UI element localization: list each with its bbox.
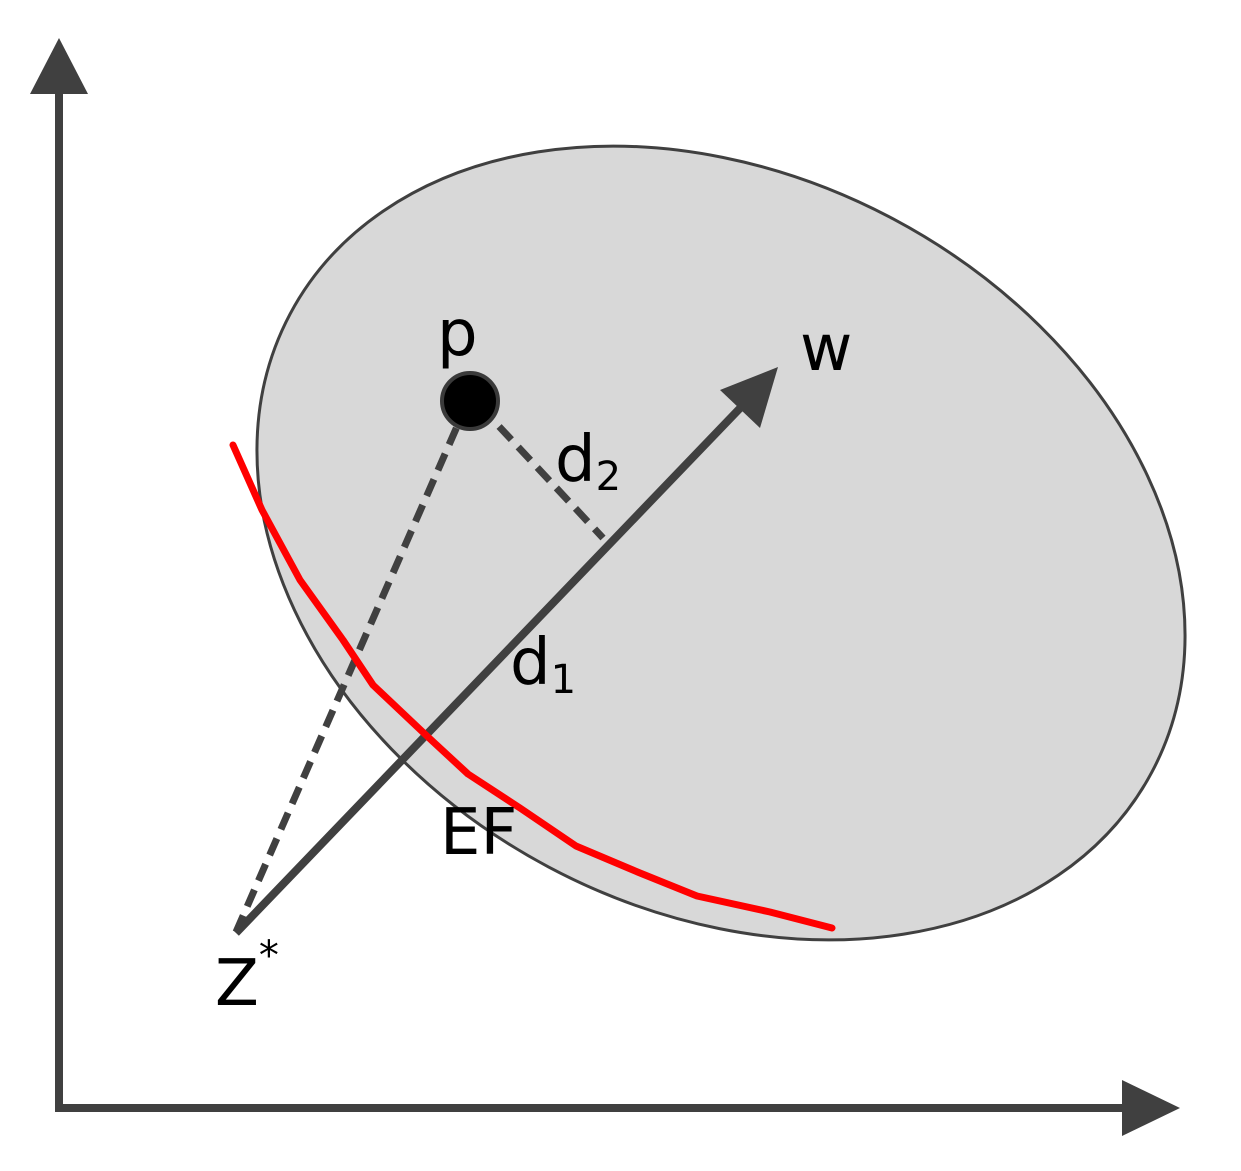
- x-axis-arrowhead: [1122, 1080, 1180, 1136]
- weight-vector-arrowhead: [720, 367, 778, 428]
- label-z-superscript: *: [259, 933, 279, 979]
- axes: [30, 38, 1180, 1136]
- efficient-front-curve: [229, 441, 836, 932]
- label-z-star: Z*: [215, 933, 279, 1021]
- dashed-line-z-to-p: [232, 404, 470, 934]
- label-d1: d1: [510, 626, 576, 703]
- label-w: w: [800, 312, 852, 386]
- y-axis-arrowhead: [30, 38, 88, 94]
- label-d2-base: d: [555, 423, 596, 497]
- weight-vector-line: [233, 400, 748, 936]
- label-d2-subscript: 2: [596, 454, 621, 500]
- label-p: p: [437, 297, 478, 371]
- label-d1-base: d: [510, 626, 551, 700]
- label-d1-subscript: 1: [551, 657, 576, 703]
- dashed-line-d2: [477, 403, 606, 541]
- point-p: [440, 371, 500, 431]
- label-ef: EF: [440, 796, 517, 870]
- label-z-base: Z: [215, 947, 259, 1021]
- label-d2: d2: [555, 423, 621, 500]
- feasible-region: [255, 144, 1187, 942]
